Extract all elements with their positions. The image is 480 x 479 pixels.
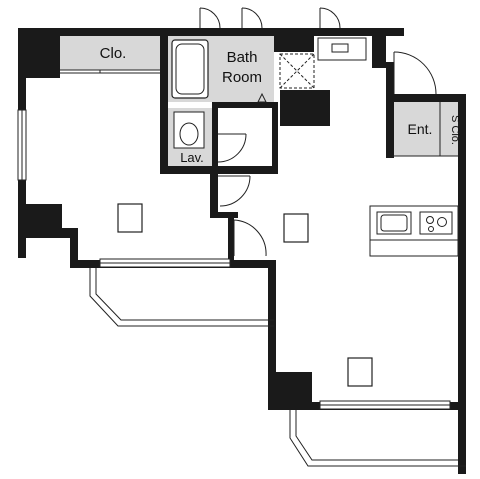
entrance: Ent. S Clo.	[392, 102, 461, 157]
door-entrance	[393, 51, 437, 95]
door-top-right	[319, 7, 341, 29]
door-top-left	[199, 7, 221, 29]
room-marker-living	[347, 357, 373, 387]
closet-floor	[60, 36, 160, 70]
interior-walls	[160, 36, 278, 268]
bathroom: Bath Room	[171, 39, 267, 103]
bath-label-line2: Room	[222, 69, 262, 86]
kitchen	[279, 37, 459, 257]
bath-label-line1: Bath	[227, 49, 258, 66]
stove	[419, 211, 453, 235]
room-marker-western	[117, 203, 143, 233]
balcony-left	[89, 268, 274, 327]
entrance-floor	[392, 100, 460, 156]
door-top-middle	[241, 7, 263, 29]
room-markers	[117, 203, 373, 387]
shoe-closet-label: S Clo.	[449, 115, 461, 145]
balcony-right	[289, 410, 466, 467]
lavatory: Lav.	[173, 111, 205, 165]
windows	[17, 109, 451, 410]
closet: Clo.	[60, 45, 160, 74]
room-marker-hall	[283, 213, 309, 243]
door-hall-upper	[218, 175, 251, 207]
door-hall-lower	[233, 219, 267, 257]
door-lavatory	[217, 133, 247, 163]
lavatory-label: Lav.	[180, 150, 204, 165]
doors	[199, 7, 437, 257]
entrance-label: Ent.	[408, 121, 433, 137]
closet-label: Clo.	[100, 45, 127, 62]
